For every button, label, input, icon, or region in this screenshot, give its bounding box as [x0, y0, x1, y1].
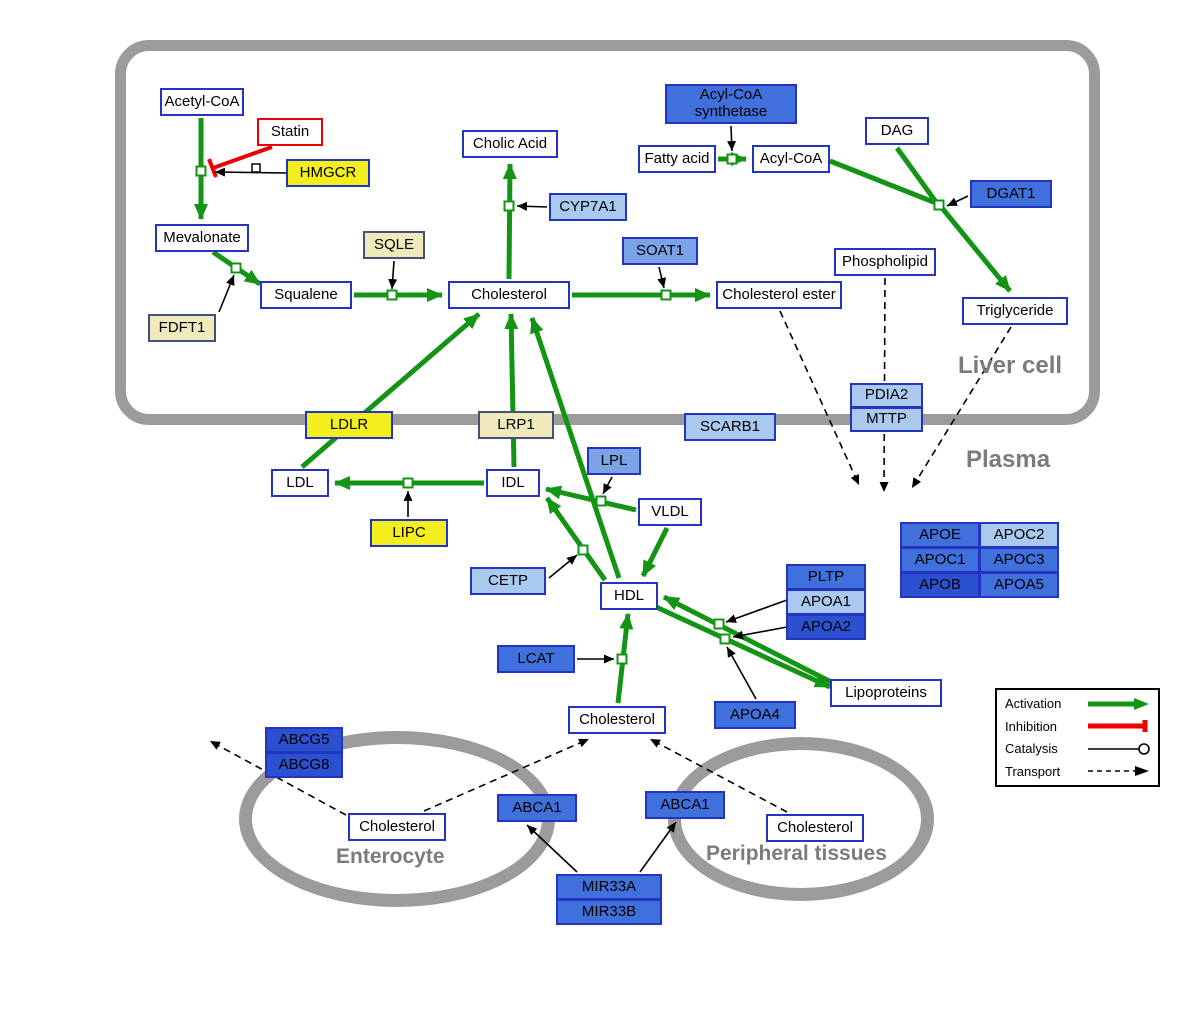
node-lipoproteins[interactable]: Lipoproteins [830, 679, 942, 707]
node-apoc3[interactable]: APOC3 [979, 547, 1059, 573]
peripheral-tissues-label: Peripheral tissues [706, 842, 887, 865]
node-acetyl-coa[interactable]: Acetyl-CoA [160, 88, 244, 116]
legend-inhibition-label: Inhibition [1005, 718, 1058, 734]
reaction-nodes [195, 153, 945, 665]
node-idl[interactable]: IDL [486, 469, 540, 497]
legend: Activation Inhibition Catalysis Transpor… [995, 688, 1160, 787]
node-apob[interactable]: APOB [900, 572, 980, 598]
node-ldlr[interactable]: LDLR [305, 411, 393, 439]
node-abca1-left[interactable]: ABCA1 [497, 794, 577, 822]
node-cyp7a1[interactable]: CYP7A1 [549, 193, 627, 221]
enterocyte-label: Enterocyte [336, 845, 445, 868]
plasma-label: Plasma [966, 446, 1051, 473]
node-cetp[interactable]: CETP [470, 567, 546, 595]
inhibition-edge [207, 145, 273, 178]
node-pdia2[interactable]: PDIA2 [850, 383, 923, 408]
node-dag[interactable]: DAG [865, 117, 929, 145]
node-vldl[interactable]: VLDL [638, 498, 702, 526]
node-apoc2[interactable]: APOC2 [979, 522, 1059, 548]
node-lrp1[interactable]: LRP1 [478, 411, 554, 439]
legend-inhibition-row: Inhibition [1005, 719, 1150, 734]
legend-transport-row: Transport [1005, 764, 1150, 779]
node-lcat[interactable]: LCAT [497, 645, 575, 673]
node-dgat1[interactable]: DGAT1 [970, 180, 1052, 208]
node-apoa5[interactable]: APOA5 [979, 572, 1059, 598]
node-cholesterol-ester[interactable]: Cholesterol ester [716, 281, 842, 309]
node-soat1[interactable]: SOAT1 [622, 237, 698, 265]
node-cholesterol-enterocyte[interactable]: Cholesterol [348, 813, 446, 841]
node-ldl[interactable]: LDL [271, 469, 329, 497]
node-mir33b[interactable]: MIR33B [556, 899, 662, 925]
legend-activation-label: Activation [1005, 696, 1062, 711]
node-pltp[interactable]: PLTP [786, 564, 866, 590]
legend-activation-row: Activation [1005, 696, 1150, 711]
node-cholic-acid[interactable]: Cholic Acid [462, 130, 558, 158]
node-hmgcr[interactable]: HMGCR [286, 159, 370, 187]
node-phospholipid[interactable]: Phospholipid [834, 248, 936, 276]
legend-catalysis-label: Catalysis [1005, 741, 1058, 757]
node-cholesterol-peripheral[interactable]: Cholesterol [766, 814, 864, 842]
node-mevalonate[interactable]: Mevalonate [155, 224, 249, 252]
node-apoa2[interactable]: APOA2 [786, 614, 866, 640]
transport-edges [209, 277, 1012, 816]
node-apoe[interactable]: APOE [900, 522, 980, 548]
node-mttp[interactable]: MTTP [850, 407, 923, 432]
liver-cell-label: Liver cell [958, 352, 1063, 379]
node-cholesterol-plasma[interactable]: Cholesterol [568, 706, 666, 734]
node-abcg5[interactable]: ABCG5 [265, 727, 343, 753]
catalysis-edges [214, 125, 969, 873]
catalysis-circle-icon [1088, 743, 1150, 755]
node-abca1-right[interactable]: ABCA1 [645, 791, 725, 819]
node-lpl[interactable]: LPL [587, 447, 641, 475]
catalysis-node [251, 163, 261, 173]
node-fatty-acid[interactable]: Fatty acid [638, 145, 716, 173]
node-apoa4[interactable]: APOA4 [714, 701, 796, 729]
node-triglyceride[interactable]: Triglyceride [962, 297, 1068, 325]
inhibition-tee-icon [1088, 720, 1148, 733]
node-sqle[interactable]: SQLE [363, 231, 425, 259]
node-mir33a[interactable]: MIR33A [556, 874, 662, 900]
legend-transport-label: Transport [1005, 763, 1061, 779]
legend-catalysis-row: Catalysis [1005, 741, 1150, 756]
liver-cell-compartment [115, 40, 1100, 425]
node-apoa1[interactable]: APOA1 [786, 589, 866, 615]
node-hdl[interactable]: HDL [600, 582, 658, 610]
node-cholesterol-liver[interactable]: Cholesterol [448, 281, 570, 309]
activation-arrow-icon [1088, 697, 1149, 710]
node-acyl-coa-synthetase[interactable]: Acyl-CoA synthetase [665, 84, 797, 124]
node-scarb1[interactable]: SCARB1 [684, 413, 776, 441]
node-statin[interactable]: Statin [257, 118, 323, 146]
node-apoc1[interactable]: APOC1 [900, 547, 980, 573]
node-squalene[interactable]: Squalene [260, 281, 352, 309]
node-lipc[interactable]: LIPC [370, 519, 448, 547]
node-acyl-coa[interactable]: Acyl-CoA [752, 145, 830, 173]
transport-dashed-arrow-icon [1088, 766, 1149, 777]
node-abcg8[interactable]: ABCG8 [265, 752, 343, 778]
node-fdft1[interactable]: FDFT1 [148, 314, 216, 342]
